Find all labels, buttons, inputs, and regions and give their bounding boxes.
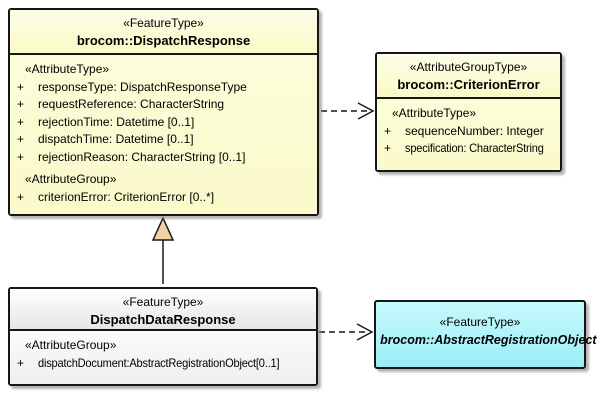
- attribute-type-section-label: «AttributeType»: [392, 106, 477, 120]
- attribute-row: + dispatchTime: Datetime [0..1]: [10, 131, 317, 149]
- open-arrowhead-icon: [356, 323, 374, 341]
- attribute-row: + rejectionTime: Datetime [0..1]: [10, 114, 317, 132]
- attribute-group-section-label: «AttributeGroup»: [25, 172, 117, 186]
- dependency-connector-abstract-registration-object[interactable]: [319, 323, 374, 341]
- stereotype-label: «FeatureType»: [122, 295, 204, 309]
- attribute-text: sequenceNumber: Integer: [405, 123, 544, 138]
- class-title: brocom::CriterionError: [397, 77, 540, 92]
- attribute-text: rejectionTime: Datetime [0..1]: [38, 114, 195, 129]
- attributes-compartment: «AttributeType» + sequenceNumber: Intege…: [377, 99, 560, 170]
- class-header: «FeatureType» brocom::AbstractRegistrati…: [376, 302, 597, 349]
- attribute-text: rejectionReason: CharacterString [0..1]: [38, 149, 246, 164]
- attribute-type-section-label: «AttributeType»: [25, 62, 110, 76]
- attribute-row: + specification: CharacterString: [377, 140, 560, 158]
- attribute-text: specification: CharacterString: [405, 141, 544, 155]
- attribute-row: + criterionError: CriterionError [0..*]: [10, 189, 317, 207]
- generalization-connector[interactable]: [151, 216, 175, 284]
- open-arrowhead-icon: [357, 102, 375, 120]
- class-header: «AttributeGroupType» brocom::CriterionEr…: [377, 54, 560, 99]
- visibility-marker: +: [17, 149, 25, 164]
- visibility-marker: +: [17, 114, 25, 129]
- attribute-group-section-label: «AttributeGroup»: [25, 338, 117, 352]
- attribute-text: responseType: DispatchResponseType: [38, 79, 247, 94]
- visibility-marker: +: [384, 123, 392, 138]
- class-box-dispatch-response[interactable]: «FeatureType» brocom::DispatchResponse «…: [8, 8, 319, 216]
- class-header: «FeatureType» DispatchDataResponse: [10, 289, 316, 331]
- attribute-row: + requestReference: CharacterString: [10, 96, 317, 114]
- class-title: brocom::AbstractRegistrationObject: [380, 332, 597, 347]
- attribute-text: criterionError: CriterionError [0..*]: [38, 189, 215, 204]
- attribute-text: dispatchDocument:AbstractRegistrationObj…: [38, 355, 280, 370]
- dependency-connector-criterion-error[interactable]: [321, 102, 375, 120]
- class-title: DispatchDataResponse: [90, 312, 236, 327]
- visibility-marker: +: [17, 79, 25, 94]
- class-title: brocom::DispatchResponse: [76, 33, 251, 48]
- class-box-criterion-error[interactable]: «AttributeGroupType» brocom::CriterionEr…: [375, 52, 562, 172]
- visibility-marker: +: [17, 189, 25, 204]
- class-header: «FeatureType» brocom::DispatchResponse: [10, 10, 317, 55]
- triangle-arrowhead-icon: [151, 216, 175, 241]
- attributes-compartment: «AttributeGroup» + dispatchDocument:Abst…: [10, 331, 316, 384]
- stereotype-label: «FeatureType»: [123, 16, 204, 30]
- attribute-row: + responseType: DispatchResponseType: [10, 79, 317, 97]
- visibility-marker: +: [17, 132, 25, 146]
- stereotype-label: «AttributeGroupType»: [409, 60, 528, 74]
- visibility-marker: +: [384, 141, 392, 155]
- attribute-row: + rejectionReason: CharacterString [0..1…: [10, 149, 317, 167]
- class-box-dispatch-data-response[interactable]: «FeatureType» DispatchDataResponse «Attr…: [8, 287, 318, 386]
- stereotype-label: «FeatureType»: [439, 315, 521, 329]
- attribute-row: + sequenceNumber: Integer: [377, 123, 560, 141]
- attribute-text: requestReference: CharacterString: [38, 97, 225, 111]
- attribute-row: + dispatchDocument:AbstractRegistrationO…: [10, 355, 316, 373]
- attributes-compartment: «AttributeType» + responseType: Dispatch…: [10, 55, 317, 214]
- class-box-abstract-registration-object[interactable]: «FeatureType» brocom::AbstractRegistrati…: [374, 300, 597, 369]
- visibility-marker: +: [17, 355, 25, 370]
- visibility-marker: +: [17, 97, 25, 111]
- attribute-text: dispatchTime: Datetime [0..1]: [38, 132, 194, 146]
